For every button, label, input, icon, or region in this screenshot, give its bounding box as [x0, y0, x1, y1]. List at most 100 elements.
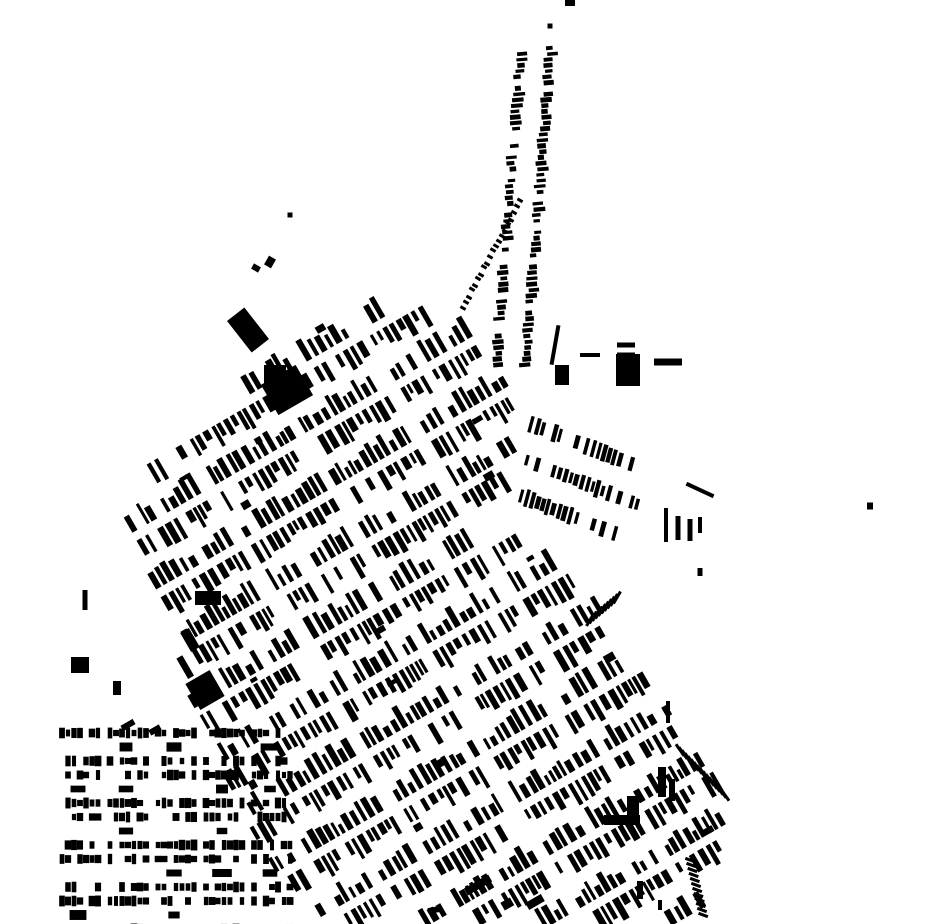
building: [535, 870, 552, 891]
building: [136, 882, 144, 892]
building: [536, 189, 544, 195]
building: [468, 627, 482, 644]
building: [286, 883, 294, 891]
building: [179, 757, 185, 765]
building: [168, 590, 185, 614]
building: [603, 832, 613, 845]
building: [301, 372, 314, 389]
building: [400, 386, 413, 403]
building: [646, 713, 658, 727]
building: [335, 881, 351, 903]
building: [404, 666, 417, 683]
building: [215, 798, 221, 808]
building: [326, 323, 343, 345]
building: [688, 853, 704, 873]
building: [593, 807, 608, 826]
building: [702, 825, 715, 836]
building: [335, 775, 348, 792]
building: [471, 282, 479, 289]
building: [321, 753, 334, 771]
building: [604, 484, 614, 502]
building: [475, 766, 491, 789]
building: [69, 910, 87, 920]
building: [233, 755, 239, 767]
building: [283, 425, 297, 442]
building: [190, 855, 198, 863]
building: [233, 839, 239, 851]
building: [675, 516, 681, 540]
building: [119, 882, 125, 892]
building: [529, 803, 542, 820]
building: [320, 406, 332, 421]
building: [233, 812, 239, 822]
building: [595, 442, 603, 460]
building: [203, 896, 209, 906]
building: [526, 276, 538, 281]
building: [202, 769, 210, 781]
building: [539, 125, 551, 132]
building: [238, 690, 249, 703]
building: [427, 722, 444, 745]
building: [603, 737, 614, 751]
building: [441, 785, 457, 807]
building: [233, 769, 239, 781]
building: [320, 361, 336, 383]
building: [77, 854, 83, 864]
building: [256, 820, 274, 844]
building: [405, 711, 415, 725]
building: [376, 539, 392, 559]
building: [496, 304, 507, 310]
building: [571, 751, 585, 768]
building: [703, 808, 719, 831]
building: [455, 776, 471, 798]
building: [539, 421, 547, 436]
building: [154, 458, 170, 481]
building: [199, 714, 211, 730]
building: [124, 855, 132, 863]
building: [185, 618, 199, 638]
building: [697, 911, 709, 919]
building: [449, 887, 465, 908]
building: [501, 228, 509, 234]
building: [543, 91, 554, 97]
building: [495, 350, 503, 356]
building: [331, 392, 347, 413]
building: [426, 581, 438, 595]
building: [563, 759, 576, 774]
building: [495, 440, 511, 459]
building: [532, 201, 544, 206]
building: [568, 472, 574, 484]
building: [504, 195, 513, 201]
building: [297, 586, 310, 603]
building: [513, 845, 531, 870]
building: [94, 755, 102, 767]
building: [137, 727, 143, 739]
building: [506, 160, 515, 166]
building: [411, 378, 425, 396]
building: [533, 218, 541, 223]
building: [568, 640, 580, 654]
building: [433, 859, 447, 876]
building: [88, 728, 96, 738]
building: [648, 849, 660, 865]
building: [714, 811, 726, 827]
building: [617, 342, 635, 348]
building: [224, 557, 237, 571]
building: [221, 699, 238, 723]
building: [342, 395, 352, 408]
building: [408, 592, 423, 613]
building: [251, 755, 257, 767]
building: [453, 533, 469, 553]
building: [284, 453, 298, 473]
building: [65, 896, 71, 906]
building: [334, 353, 346, 368]
building: [203, 855, 209, 863]
building: [209, 729, 215, 737]
building: [333, 894, 345, 907]
building: [215, 770, 221, 780]
building: [691, 829, 701, 841]
building: [289, 450, 300, 464]
building: [408, 452, 418, 464]
building: [544, 69, 553, 73]
building: [408, 767, 425, 790]
